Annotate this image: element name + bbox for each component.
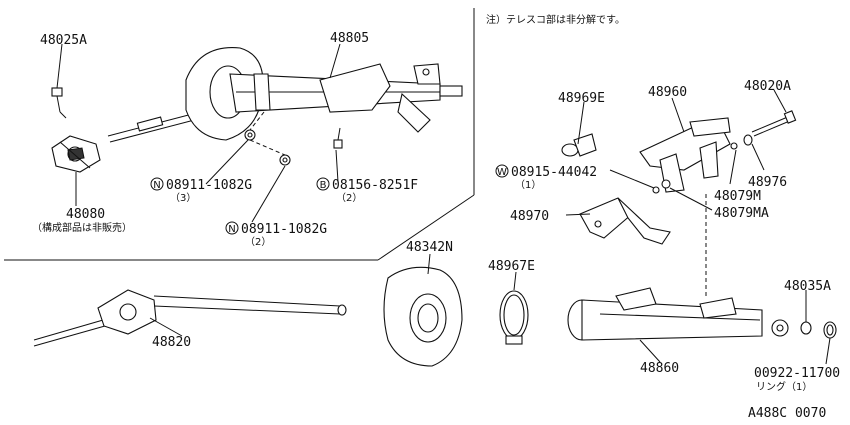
- label-48805: 48805: [330, 31, 369, 46]
- washer-48079MA: [661, 179, 671, 189]
- label-48969E: 48969E: [558, 91, 605, 106]
- label-n1-qty: （3）: [170, 192, 196, 204]
- bolt-b1: [333, 127, 343, 149]
- nut-n2: [279, 154, 291, 166]
- steering-column-48805: [107, 47, 463, 143]
- label-48967E: 48967E: [488, 259, 535, 274]
- cap-48035A: [800, 321, 812, 335]
- section-divider: [4, 8, 475, 261]
- label-48860: 48860: [640, 361, 679, 376]
- washer-48976: [743, 134, 753, 146]
- label-n2-code: 08911-1082G: [241, 222, 327, 237]
- circled-w-icon: [495, 164, 509, 178]
- diagram-code: A488C 0070: [748, 406, 826, 421]
- bracket-48960: [639, 117, 731, 193]
- circled-n-letter: N: [153, 180, 160, 191]
- label-48960: 48960: [648, 85, 687, 100]
- bolt-48025A: [51, 87, 67, 119]
- steering-column-48860: [567, 287, 789, 341]
- label-48976: 48976: [748, 175, 787, 190]
- bolt-48020A: [751, 110, 797, 137]
- universal-joint-48080: [51, 135, 101, 173]
- ring-00922: [823, 321, 837, 339]
- label-48342N: 48342N: [406, 240, 453, 255]
- label-48970: 48970: [510, 209, 549, 224]
- label-b1-qty: （2）: [336, 192, 362, 204]
- label-n2-qty: （2）: [245, 236, 271, 248]
- circled-w-letter: W: [497, 167, 507, 178]
- leader-lines: [56, 43, 831, 365]
- label-48079M: 48079M: [714, 189, 761, 204]
- label-48020A: 48020A: [744, 79, 791, 94]
- label-48820: 48820: [152, 335, 191, 350]
- label-00922-note: リング（1）: [756, 380, 812, 393]
- label-w1-qty: （1）: [515, 179, 541, 191]
- nut-n1: [244, 129, 256, 141]
- label-b1-code: 08156-8251F: [332, 178, 418, 193]
- circled-n-icon: [225, 221, 239, 235]
- note-text: 注）テレスコ部は非分解です。: [486, 13, 625, 26]
- clamp-48967E: [499, 290, 529, 345]
- label-48080: 48080: [66, 207, 105, 222]
- circled-n-icon: [150, 177, 164, 191]
- circled-n-letter: N: [228, 224, 235, 235]
- label-48025A: 48025A: [40, 33, 87, 48]
- washer-48079M: [730, 142, 738, 150]
- label-48079MA: 48079MA: [714, 206, 769, 221]
- label-00922: 00922-11700: [754, 366, 840, 381]
- circled-b-icon: [316, 177, 330, 191]
- pedal-bracket-48970: [579, 197, 671, 245]
- label-n1-code: 08911-1082G: [166, 178, 252, 193]
- circled-b-letter: B: [320, 180, 327, 191]
- clip-48969E: [561, 133, 597, 157]
- boot-48342N: [383, 266, 463, 367]
- label-48035A: 48035A: [784, 279, 831, 294]
- label-48080-note: （構成部品は非販売）: [32, 221, 132, 234]
- label-w1-code: 08915-44042: [511, 165, 597, 180]
- washer-w1: [652, 186, 660, 194]
- intermediate-shaft-48820: [33, 289, 347, 347]
